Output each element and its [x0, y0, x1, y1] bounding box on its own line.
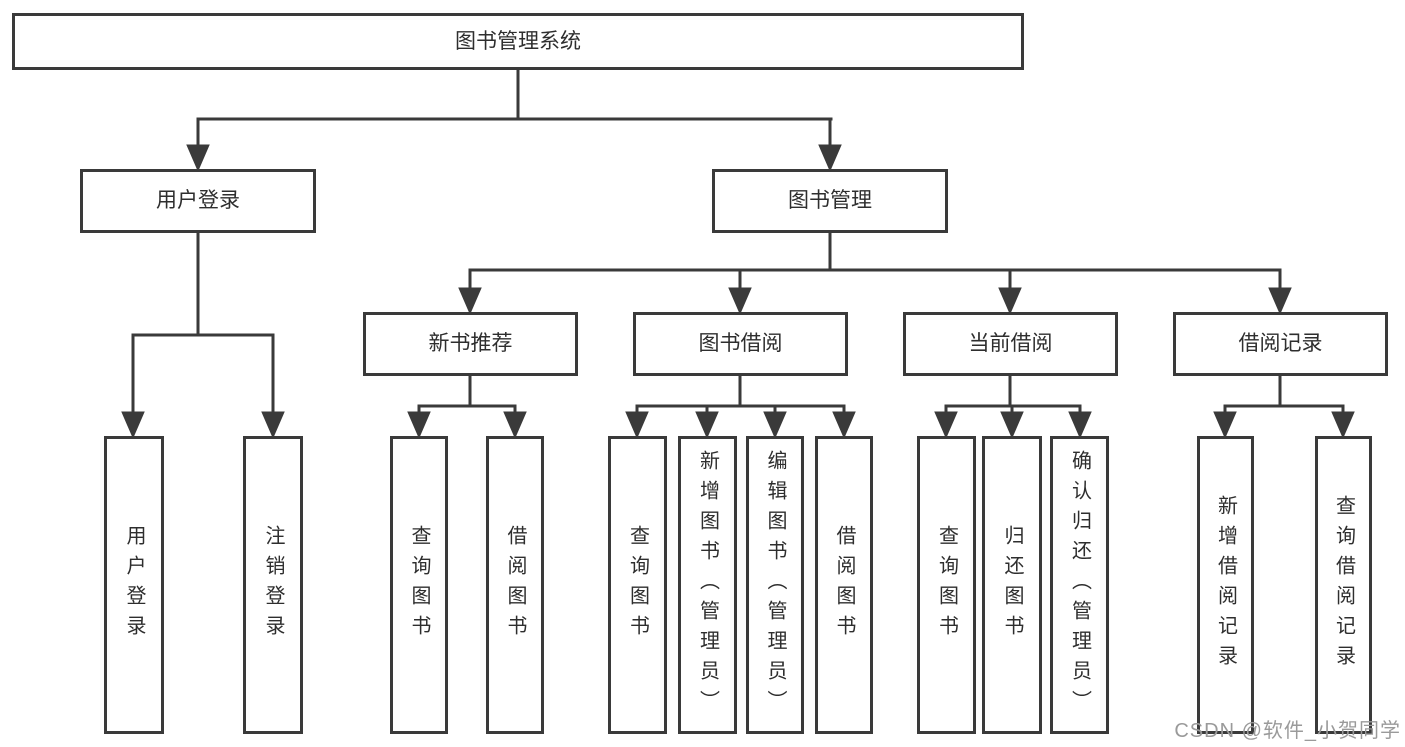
node-book-management: 图书管理 [712, 169, 948, 233]
connector-book-management [458, 233, 1292, 315]
connector-book-borrowing [625, 376, 856, 439]
leaf-logout: 注销登录 [243, 436, 303, 734]
arrow-down-icon [1213, 411, 1237, 439]
arrow-down-icon [503, 411, 527, 439]
leaf-borrowing-borrow-books: 借阅图书 [815, 436, 873, 734]
arrow-down-icon [818, 144, 842, 172]
arrow-down-icon [121, 411, 145, 439]
connector-root [186, 70, 842, 172]
leaf-borrowing-query-books: 查询图书 [608, 436, 667, 734]
leaf-recommend-query-books: 查询图书 [390, 436, 448, 734]
leaf-add-books-admin: 新增图书（管理员） [678, 436, 737, 734]
arrow-down-icon [998, 287, 1022, 315]
leaf-add-borrowing-record: 新增借阅记录 [1197, 436, 1254, 734]
arrow-down-icon [1068, 411, 1092, 439]
leaf-confirm-return-admin: 确认归还（管理员） [1050, 436, 1109, 734]
arrow-down-icon [695, 411, 719, 439]
connector-current-borrowing [934, 376, 1092, 439]
arrow-down-icon [458, 287, 482, 315]
node-book-borrowing: 图书借阅 [633, 312, 848, 376]
leaf-current-query-books: 查询图书 [917, 436, 976, 734]
arrow-down-icon [728, 287, 752, 315]
connector-new-book-recommendation [407, 376, 527, 439]
leaf-user-login: 用户登录 [104, 436, 164, 734]
node-borrowing-records: 借阅记录 [1173, 312, 1388, 376]
node-new-book-recommendation: 新书推荐 [363, 312, 578, 376]
leaf-edit-books-admin: 编辑图书（管理员） [746, 436, 804, 734]
arrow-down-icon [934, 411, 958, 439]
leaf-return-books: 归还图书 [982, 436, 1042, 734]
connector-borrowing-records [1213, 376, 1355, 439]
node-user-login: 用户登录 [80, 169, 316, 233]
arrow-down-icon [407, 411, 431, 439]
arrow-down-icon [261, 411, 285, 439]
node-root-system: 图书管理系统 [12, 13, 1024, 70]
arrow-down-icon [1268, 287, 1292, 315]
node-current-borrowing: 当前借阅 [903, 312, 1118, 376]
leaf-query-borrowing-record: 查询借阅记录 [1315, 436, 1372, 734]
arrow-down-icon [625, 411, 649, 439]
arrow-down-icon [1000, 411, 1024, 439]
arrow-down-icon [763, 411, 787, 439]
csdn-watermark: CSDN @软件_小贺同学 [1174, 720, 1401, 742]
arrow-down-icon [1331, 411, 1355, 439]
connector-user-login [121, 233, 285, 439]
arrow-down-icon [186, 144, 210, 172]
arrow-down-icon [832, 411, 856, 439]
leaf-recommend-borrow-books: 借阅图书 [486, 436, 544, 734]
